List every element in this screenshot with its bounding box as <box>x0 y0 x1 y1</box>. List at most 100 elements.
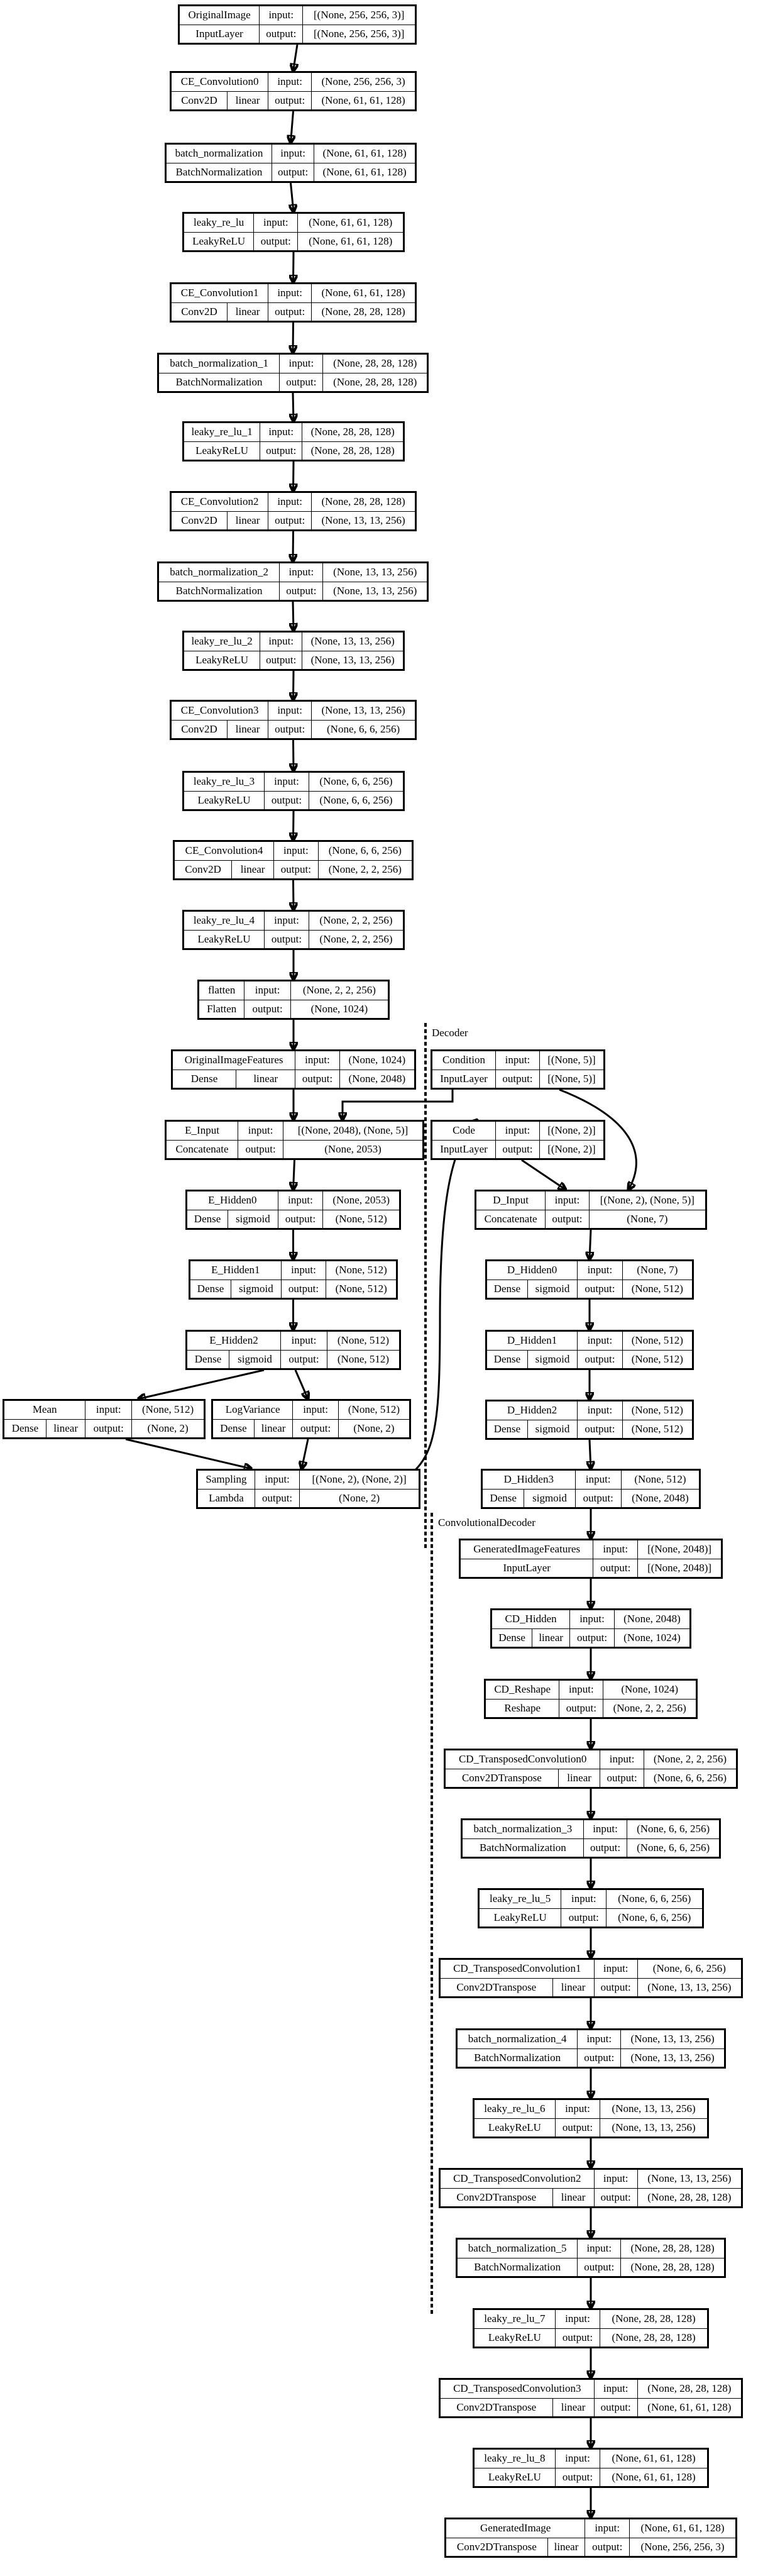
input-shape: (None, 2, 2, 256) <box>290 981 389 1000</box>
output-shape: (None, 2, 2, 256) <box>603 1698 696 1718</box>
input-shape: [(None, 2), (None, 2)] <box>299 1470 419 1490</box>
cluster-label: ConvolutionalDecoder <box>438 1517 535 1528</box>
input-shape: (None, 1024) <box>603 1680 696 1700</box>
activation: sigmoid <box>527 1419 578 1439</box>
output-label: output: <box>271 162 315 182</box>
layer-type: BatchNormalization <box>456 2048 578 2067</box>
input-shape: (None, 13, 13, 256) <box>637 2169 742 2189</box>
input-shape: (None, 61, 61, 128) <box>629 2519 736 2538</box>
layer-name: leaky_re_lu_4 <box>184 911 265 931</box>
output-label: output: <box>545 1209 590 1229</box>
layer-name: GeneratedImageFeatures <box>459 1540 594 1559</box>
output-shape: (None, 61, 61, 128) <box>311 91 415 110</box>
input-shape: (None, 512) <box>326 1261 397 1280</box>
layer-name: batch_normalization_1 <box>158 354 280 373</box>
layer-type: Conv2D <box>170 719 228 739</box>
output-shape: (None, 7) <box>588 1209 706 1229</box>
input-shape: (None, 28, 28, 128) <box>302 423 403 442</box>
output-label: output: <box>268 91 312 110</box>
output-shape: [(None, 2)] <box>539 1139 605 1159</box>
edge-ce-convolution2-to-batch-normalization-2 <box>293 531 294 561</box>
input-label: input: <box>279 354 324 373</box>
layer-type: BatchNormalization <box>462 1838 584 1857</box>
output-label: output: <box>593 2187 638 2207</box>
output-shape: (None, 512) <box>622 1279 693 1298</box>
layer-type: Dense <box>186 1209 229 1229</box>
layer-name: OriginalImageFeatures <box>172 1051 296 1070</box>
output-shape: (None, 13, 13, 256) <box>302 650 403 670</box>
layer-type: InputLayer <box>431 1139 497 1159</box>
input-label: input: <box>577 1261 623 1280</box>
input-shape: (None, 61, 61, 128) <box>311 284 415 303</box>
input-shape: (None, 28, 28, 128) <box>600 2309 708 2329</box>
activation: linear <box>557 1768 601 1788</box>
edge-condition-to-d-input <box>559 1088 637 1190</box>
layer-name: GeneratedImage <box>445 2519 586 2538</box>
output-label: output: <box>559 1698 604 1718</box>
layer-name: D_Hidden2 <box>486 1401 578 1420</box>
input-label: input: <box>259 6 304 25</box>
output-label: output: <box>244 999 291 1019</box>
input-label: input: <box>268 72 312 92</box>
input-shape: (None, 7) <box>622 1261 693 1280</box>
layer-name: E_Hidden1 <box>190 1261 282 1280</box>
input-label: input: <box>268 284 312 303</box>
layer-type: BatchNormalization <box>158 581 280 600</box>
layer-type: Conv2D <box>170 302 228 321</box>
output-shape: (None, 2) <box>131 1418 204 1438</box>
input-label: input: <box>277 1191 324 1210</box>
input-shape: (None, 2053) <box>322 1191 400 1210</box>
output-label: output: <box>268 719 312 739</box>
input-label: input: <box>253 213 299 233</box>
layer-name: flatten <box>198 981 245 1000</box>
output-shape: (None, 13, 13, 256) <box>311 511 415 530</box>
layer-type: InputLayer <box>459 1558 594 1578</box>
output-label: output: <box>554 2328 601 2347</box>
input-label: input: <box>554 2449 601 2468</box>
layer-type: Dense <box>212 1418 255 1438</box>
layer-type: Conv2DTranspose <box>445 1768 559 1788</box>
input-shape: (None, 61, 61, 128) <box>600 2449 708 2468</box>
edge-batch-normalization-2-to-leaky-re-lu-2 <box>293 601 294 631</box>
layer-name: leaky_re_lu_6 <box>474 2099 556 2119</box>
output-shape: (None, 512) <box>326 1279 397 1298</box>
layer-name: CD_Hidden <box>491 1610 571 1629</box>
layer-name: batch_normalization_3 <box>462 1820 584 1839</box>
input-shape: (None, 2, 2, 256) <box>643 1750 737 1769</box>
output-label: output: <box>259 24 304 43</box>
activation: linear <box>227 91 269 110</box>
input-shape: (None, 256, 256, 3) <box>311 72 415 92</box>
output-label: output: <box>279 372 324 392</box>
output-label: output: <box>577 2257 622 2277</box>
output-label: output: <box>495 1069 540 1088</box>
input-label: input: <box>561 1889 607 1909</box>
input-label: input: <box>577 1401 623 1420</box>
layer-name: leaky_re_lu <box>183 213 255 233</box>
activation: linear <box>552 2187 595 2207</box>
activation: linear <box>236 1069 296 1088</box>
output-shape: (None, 6, 6, 256) <box>643 1768 737 1788</box>
input-label: input: <box>292 1400 339 1420</box>
output-shape: (None, 2, 2, 256) <box>317 860 413 879</box>
output-shape: (None, 512) <box>326 1349 400 1369</box>
layer-name: D_Hidden1 <box>486 1331 578 1351</box>
input-label: input: <box>577 2239 622 2258</box>
layer-name: D_Hidden0 <box>486 1261 578 1280</box>
input-label: input: <box>273 841 319 861</box>
output-label: output: <box>554 2467 601 2487</box>
layer-type: Lambda <box>197 1488 255 1508</box>
output-shape: (None, 512) <box>322 1209 400 1229</box>
input-shape: (None, 512) <box>620 1470 700 1490</box>
